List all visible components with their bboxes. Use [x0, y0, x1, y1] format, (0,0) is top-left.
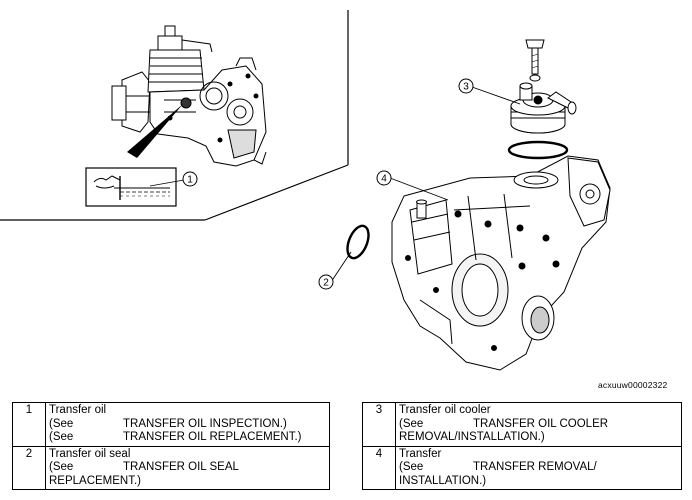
- figure-code: acxuuw00002322: [598, 380, 668, 390]
- legend-number: 3: [362, 402, 396, 447]
- mounting-bolt: [525, 39, 545, 82]
- inset-frame: [0, 10, 349, 221]
- legend-table-right: 3 Transfer oil cooler (See TRANSFER OIL C…: [362, 402, 682, 490]
- svg-text:3: 3: [463, 82, 469, 93]
- callout-3: 3: [458, 78, 474, 94]
- see-prefix: (See: [49, 431, 74, 443]
- oil-level-detail: [85, 167, 185, 207]
- reference-link[interactable]: TRANSFER OIL INSPECTION.): [123, 417, 287, 430]
- callout-1: 1: [182, 171, 198, 187]
- see-prefix: (See: [49, 417, 74, 430]
- svg-text:4: 4: [381, 174, 387, 185]
- exploded-view-illustration: 1: [0, 10, 611, 371]
- part-name: Transfer oil: [49, 404, 107, 416]
- see-prefix: (See: [399, 417, 424, 430]
- part-name: Transfer oil cooler: [399, 404, 491, 416]
- legend-table-left: 1 Transfer oil (See TRANSFER OIL INSPECTI…: [12, 402, 330, 490]
- legend-row-4: 4 Transfer (See TRANSFER REMOVAL/ INSTALL…: [362, 445, 682, 490]
- reference-link[interactable]: TRANSFER OIL SEAL: [123, 461, 239, 473]
- legend-row-2: 2 Transfer oil seal (See TRANSFER OIL SEA…: [12, 445, 330, 490]
- oil-seal-ring: [346, 224, 370, 260]
- reference-link-continued[interactable]: REMOVAL/INSTALLATION.): [399, 431, 545, 443]
- legend-description: Transfer (See TRANSFER REMOVAL/ INSTALLAT…: [395, 445, 682, 490]
- svg-text:1: 1: [187, 175, 193, 186]
- callout-4: 4: [376, 170, 392, 186]
- see-prefix: (See: [49, 461, 74, 473]
- reference-link[interactable]: TRANSFER OIL COOLER: [473, 417, 609, 430]
- legend-description: Transfer oil cooler (See TRANSFER OIL COO…: [395, 402, 682, 447]
- legend-row-3: 3 Transfer oil cooler (See TRANSFER OIL C…: [362, 402, 682, 447]
- reference-link[interactable]: TRANSFER OIL REPLACEMENT.): [123, 431, 302, 443]
- detail-pointer: [127, 104, 183, 158]
- legend-number: 1: [12, 402, 46, 447]
- reference-link[interactable]: TRANSFER REMOVAL/: [473, 461, 597, 473]
- legend-number: 2: [12, 445, 46, 490]
- legend-description: Transfer oil (See TRANSFER OIL INSPECTION…: [45, 402, 330, 447]
- transfer-housing: [391, 155, 611, 371]
- legend-row-1: 1 Transfer oil (See TRANSFER OIL INSPECTI…: [12, 402, 330, 447]
- see-prefix: (See: [399, 461, 424, 473]
- part-name: Transfer: [399, 447, 442, 460]
- part-name: Transfer oil seal: [49, 447, 131, 460]
- legend-number: 4: [362, 445, 396, 490]
- reference-link-continued[interactable]: INSTALLATION.): [399, 474, 487, 487]
- cooler-o-ring: [507, 140, 569, 160]
- leader-lines: [330, 86, 521, 283]
- inset-transfer-assembly: [111, 25, 267, 167]
- oil-cooler-part: [510, 82, 577, 134]
- reference-link-continued[interactable]: REPLACEMENT.): [49, 474, 142, 487]
- callout-2: 2: [318, 274, 334, 290]
- svg-text:2: 2: [323, 278, 329, 289]
